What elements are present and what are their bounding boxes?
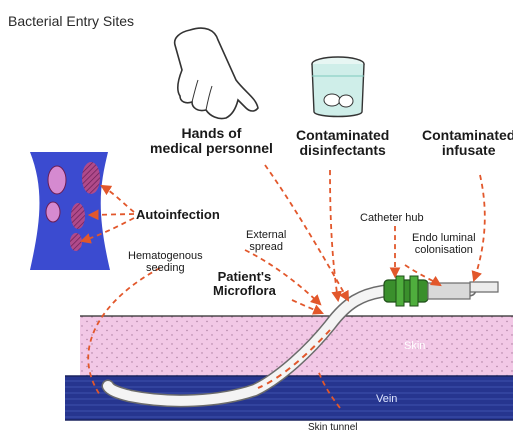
label-vein: Vein — [376, 393, 397, 405]
blood-vessel — [30, 152, 110, 270]
label-disinfectants-line2: disinfectants — [296, 143, 389, 158]
arrow-auto-1 — [102, 186, 134, 212]
label-endoluminal-colonisation: Endo luminal colonisation — [412, 232, 476, 256]
catheter-hub — [384, 276, 470, 306]
label-hematogenous-line1: Hematogenous — [128, 250, 203, 262]
label-microflora-line1: Patient's — [213, 270, 276, 284]
arrow-infusate — [474, 175, 485, 280]
label-endoluminal-line1: Endo luminal — [412, 232, 476, 244]
arrow-auto-2 — [90, 214, 134, 215]
label-infusate-line2: infusate — [422, 143, 513, 158]
label-hands-line1: Hands of — [150, 126, 273, 141]
disinfectant-jar — [312, 57, 364, 117]
label-patients-microflora: Patient's Microflora — [213, 270, 276, 299]
label-microflora-line2: Microflora — [213, 284, 276, 298]
label-catheter-hub: Catheter hub — [360, 212, 424, 224]
label-skin-tunnel: Skin tunnel — [308, 422, 357, 433]
label-skin: Skin — [404, 340, 425, 352]
label-disinfectants-line1: Contaminated — [296, 128, 389, 143]
label-hematogenous-seeding: Hematogenous seeding — [128, 250, 203, 274]
hand-illustration — [175, 28, 258, 118]
diagram-title: Bacterial Entry Sites — [8, 14, 134, 29]
label-contaminated-infusate: Contaminated infusate — [422, 128, 513, 159]
label-hands-line2: medical personnel — [150, 141, 273, 156]
label-contaminated-disinfectants: Contaminated disinfectants — [296, 128, 389, 159]
label-external-line1: External — [246, 229, 286, 241]
label-endoluminal-line2: colonisation — [412, 244, 476, 256]
label-external-line2: spread — [246, 241, 286, 253]
label-hands-of-medical-personnel: Hands of medical personnel — [150, 126, 273, 157]
label-hematogenous-line2: seeding — [128, 262, 203, 274]
arrow-microflora — [292, 300, 322, 313]
label-autoinfection: Autoinfection — [136, 208, 220, 222]
label-infusate-line1: Contaminated — [422, 128, 513, 143]
label-external-spread: External spread — [246, 229, 286, 253]
